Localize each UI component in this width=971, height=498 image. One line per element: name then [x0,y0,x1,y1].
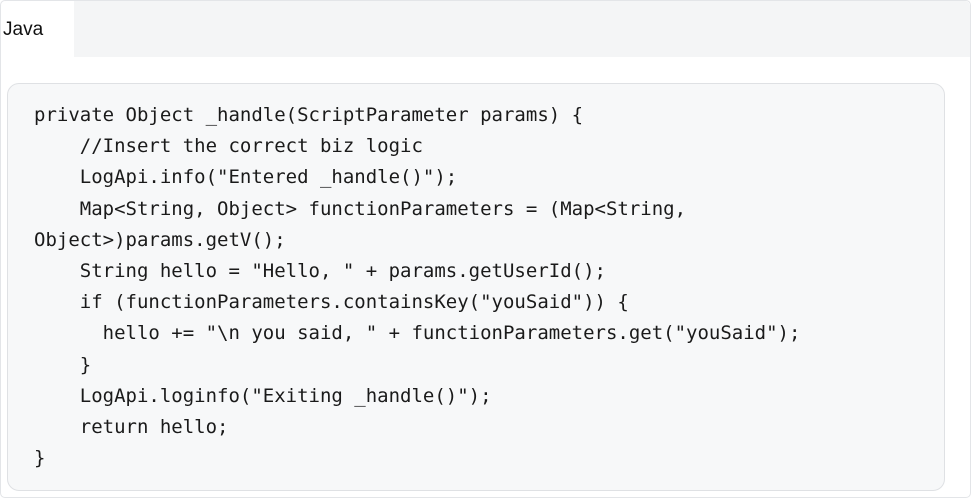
code-content: private Object _handle(ScriptParameter p… [34,100,800,474]
code-line: String hello = "Hello, " + params.getUse… [34,259,606,282]
code-line: LogApi.loginfo("Exiting _handle()"); [34,384,492,407]
code-line: private Object _handle(ScriptParameter p… [34,104,584,126]
code-line: } [34,447,46,470]
code-line: Map<String, Object> functionParameters =… [34,197,687,220]
code-line: } [34,353,92,376]
tab-java[interactable]: Java [1,1,74,57]
language-tab-bar: Java [1,1,970,57]
code-line: LogApi.info("Entered _handle()"); [34,166,458,189]
code-line: if (functionParameters.containsKey("youS… [34,291,629,314]
code-line: Object>)params.getV(); [34,228,286,251]
code-line: //Insert the correct biz logic [34,135,423,158]
code-line: hello += "\n you said, " + functionParam… [34,322,801,345]
code-block: private Object _handle(ScriptParameter p… [7,83,945,491]
code-line: return hello; [34,415,229,438]
